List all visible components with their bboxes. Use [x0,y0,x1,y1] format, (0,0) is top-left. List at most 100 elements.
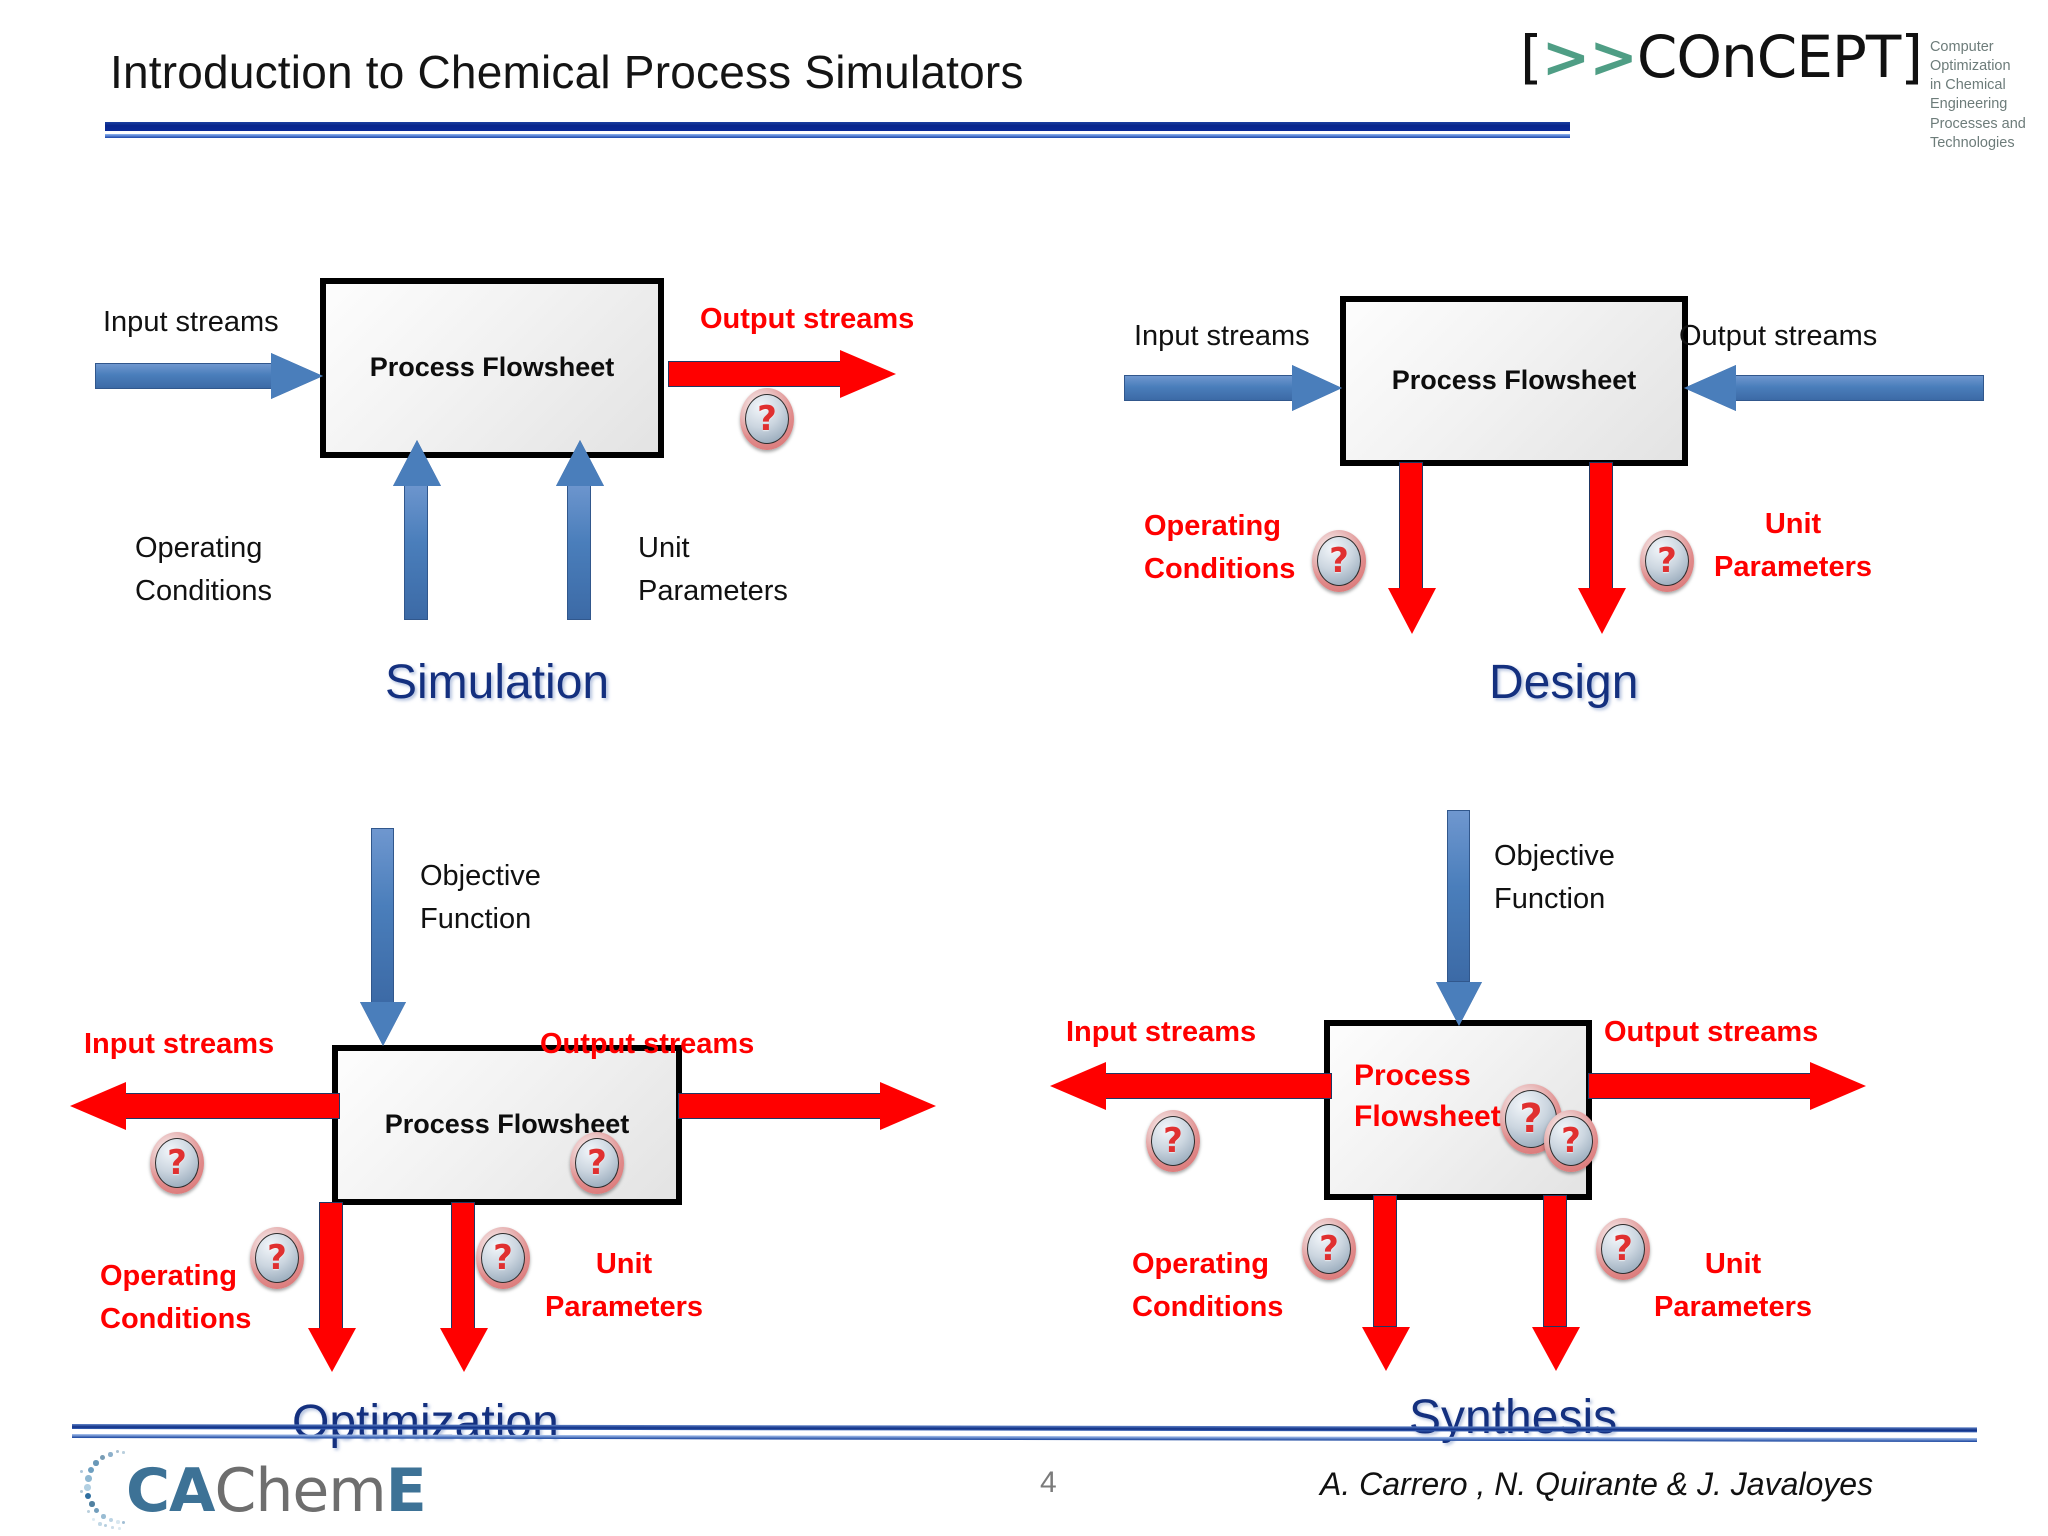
design-operating-conditions-arrow [1388,462,1436,634]
concept-logo: [>>COnCEPT] Computer Optimization in Che… [1520,28,2048,153]
authors-credit: A. Carrero , N. Quirante & J. Javaloyes [1320,1466,1874,1502]
synthesis-operating-conditions-label: Operating Conditions [1132,1248,1283,1325]
design-flowsheet-label: Process Flowsheet [1391,365,1637,396]
simulation-input-streams-label: Input streams [103,306,279,338]
page-title: Introduction to Chemical Process Simulat… [110,46,1024,98]
simulation-output-question-icon: ? [740,388,794,450]
synthesis-flowsheet-label: Process Flowsheet [1354,1056,1501,1137]
design-flowsheet-box: Process Flowsheet [1340,296,1688,466]
simulation-unit-parameters-arrow [556,440,604,620]
simulation-input-streams-arrow [95,352,325,399]
cacheme-wordmark: CAChemE [126,1461,427,1521]
simulation-flowsheet-label: Process Flowsheet [369,352,615,383]
optimization-operating-conditions-question-icon: ? [250,1227,304,1289]
simulation-output-streams-label: Output streams [700,303,915,335]
synthesis-input-streams-label: Input streams [1066,1016,1257,1048]
optimization-operating-conditions-label: Operating Conditions [100,1260,251,1337]
oc-line-2: Conditions [100,1303,252,1336]
synthesis-flowsheet-box: Process Flowsheet ? [1324,1020,1592,1200]
diagram-design: Process Flowsheet Input streams Output s… [1024,0,2048,740]
design-operating-conditions-question-icon: ? [1312,530,1366,592]
design-unit-parameters-arrow [1578,462,1626,634]
design-phase-label: Design [1489,656,1639,709]
of-line-2: Function [420,903,532,936]
question-mark-glyph: ? [1519,1096,1543,1142]
question-mark-glyph: ? [587,1143,607,1183]
oc-line-2: Conditions [135,575,273,608]
question-mark-glyph: ? [1319,1229,1339,1269]
cacheme-dots-icon [78,1448,130,1534]
design-operating-conditions-label: Operating Conditions [1144,510,1295,587]
simulation-flowsheet-box: Process Flowsheet [320,278,664,458]
design-unit-parameters-label: Unit Parameters [1714,508,1872,585]
synthesis-operating-conditions-question-icon: ? [1302,1218,1356,1280]
cacheme-chem: Chem [214,1456,386,1526]
header-rule [105,122,1570,131]
of-line-1: Objective [420,860,541,892]
design-input-streams-label: Input streams [1134,320,1310,352]
simulation-output-streams-arrow [668,350,908,398]
of-line-1: Objective [1494,840,1615,872]
question-mark-glyph: ? [1329,541,1349,581]
oc-line-2: Conditions [1144,553,1296,586]
simulation-phase-label: Simulation [385,656,610,709]
question-mark-glyph: ? [1613,1229,1633,1269]
diagram-synthesis: Process Flowsheet ? Objective Function I… [1024,740,2048,1444]
tagline-line-3: Processes and Technologies [1929,115,2026,151]
cacheme-ca: CA [126,1456,215,1526]
synthesis-operating-conditions-arrow [1362,1195,1410,1371]
pf-line-1: Process [1354,1059,1471,1092]
synthesis-unit-parameters-arrow [1532,1195,1580,1371]
oc-line-1: Operating [100,1260,237,1292]
synthesis-input-streams-question-icon: ? [1146,1110,1200,1172]
synthesis-output-streams-arrow [1588,1062,1870,1110]
synthesis-unit-parameters-label: Unit Parameters [1654,1248,1812,1325]
optimization-objective-function-label: Objective Function [420,860,541,937]
optimization-operating-conditions-arrow [308,1202,356,1372]
synthesis-unit-parameters-question-icon: ? [1596,1218,1650,1280]
optimization-phase-label: Optimization [292,1396,559,1449]
simulation-operating-conditions-arrow [393,440,441,620]
up-line-2: Parameters [1654,1291,1812,1324]
up-line-2: Parameters [545,1291,703,1324]
design-output-streams-label: Output streams [1679,320,1878,352]
of-line-2: Function [1494,883,1606,916]
logo-name: COnCEPT [1636,23,1901,91]
optimization-output-streams-question-icon: ? [570,1132,624,1194]
page-number: 4 [1040,1466,1057,1499]
optimization-flowsheet-box: Process Flowsheet [332,1045,682,1205]
up-line-1: Unit [1764,508,1822,540]
synthesis-output-streams-question-icon: ? [1544,1110,1598,1172]
question-mark-glyph: ? [267,1238,287,1278]
synthesis-input-streams-arrow [1050,1062,1332,1110]
oc-line-1: Operating [1144,510,1281,542]
oc-line-2: Conditions [1132,1291,1284,1324]
question-mark-glyph: ? [757,399,777,439]
logo-bracket-close: ] [1900,23,1923,91]
pf-line-2: Flowsheet [1354,1099,1501,1133]
diagram-simulation: Process Flowsheet Input streams Output s… [0,0,1024,740]
simulation-unit-parameters-label: Unit Parameters [638,532,788,609]
concept-logo-wordmark: [>>COnCEPT] [1520,28,1923,86]
logo-bracket-open: [ [1520,23,1543,91]
optimization-output-streams-label: Output streams [540,1028,755,1060]
up-line-2: Parameters [1714,551,1872,584]
diagram-optimization: Process Flowsheet Objective Function Inp… [0,740,1024,1449]
tagline-line-1: Computer Optimization [1929,39,2011,75]
up-line-1: Unit [638,532,690,564]
cacheme-logo: CAChemE [78,1448,427,1534]
synthesis-objective-function-label: Objective Function [1494,840,1615,917]
optimization-objective-function-arrow [360,828,406,1046]
up-line-2: Parameters [638,575,788,608]
header-rule-thin [105,134,1570,138]
question-mark-glyph: ? [1561,1121,1581,1161]
oc-line-1: Operating [1132,1248,1269,1280]
simulation-operating-conditions-label: Operating Conditions [135,532,272,609]
concept-logo-tagline: Computer Optimization in Chemical Engine… [1930,38,2048,153]
question-mark-glyph: ? [493,1238,513,1278]
question-mark-glyph: ? [167,1143,187,1183]
synthesis-output-streams-label: Output streams [1604,1016,1819,1048]
synthesis-phase-label: Synthesis [1409,1391,1618,1444]
synthesis-objective-function-arrow [1436,810,1482,1026]
